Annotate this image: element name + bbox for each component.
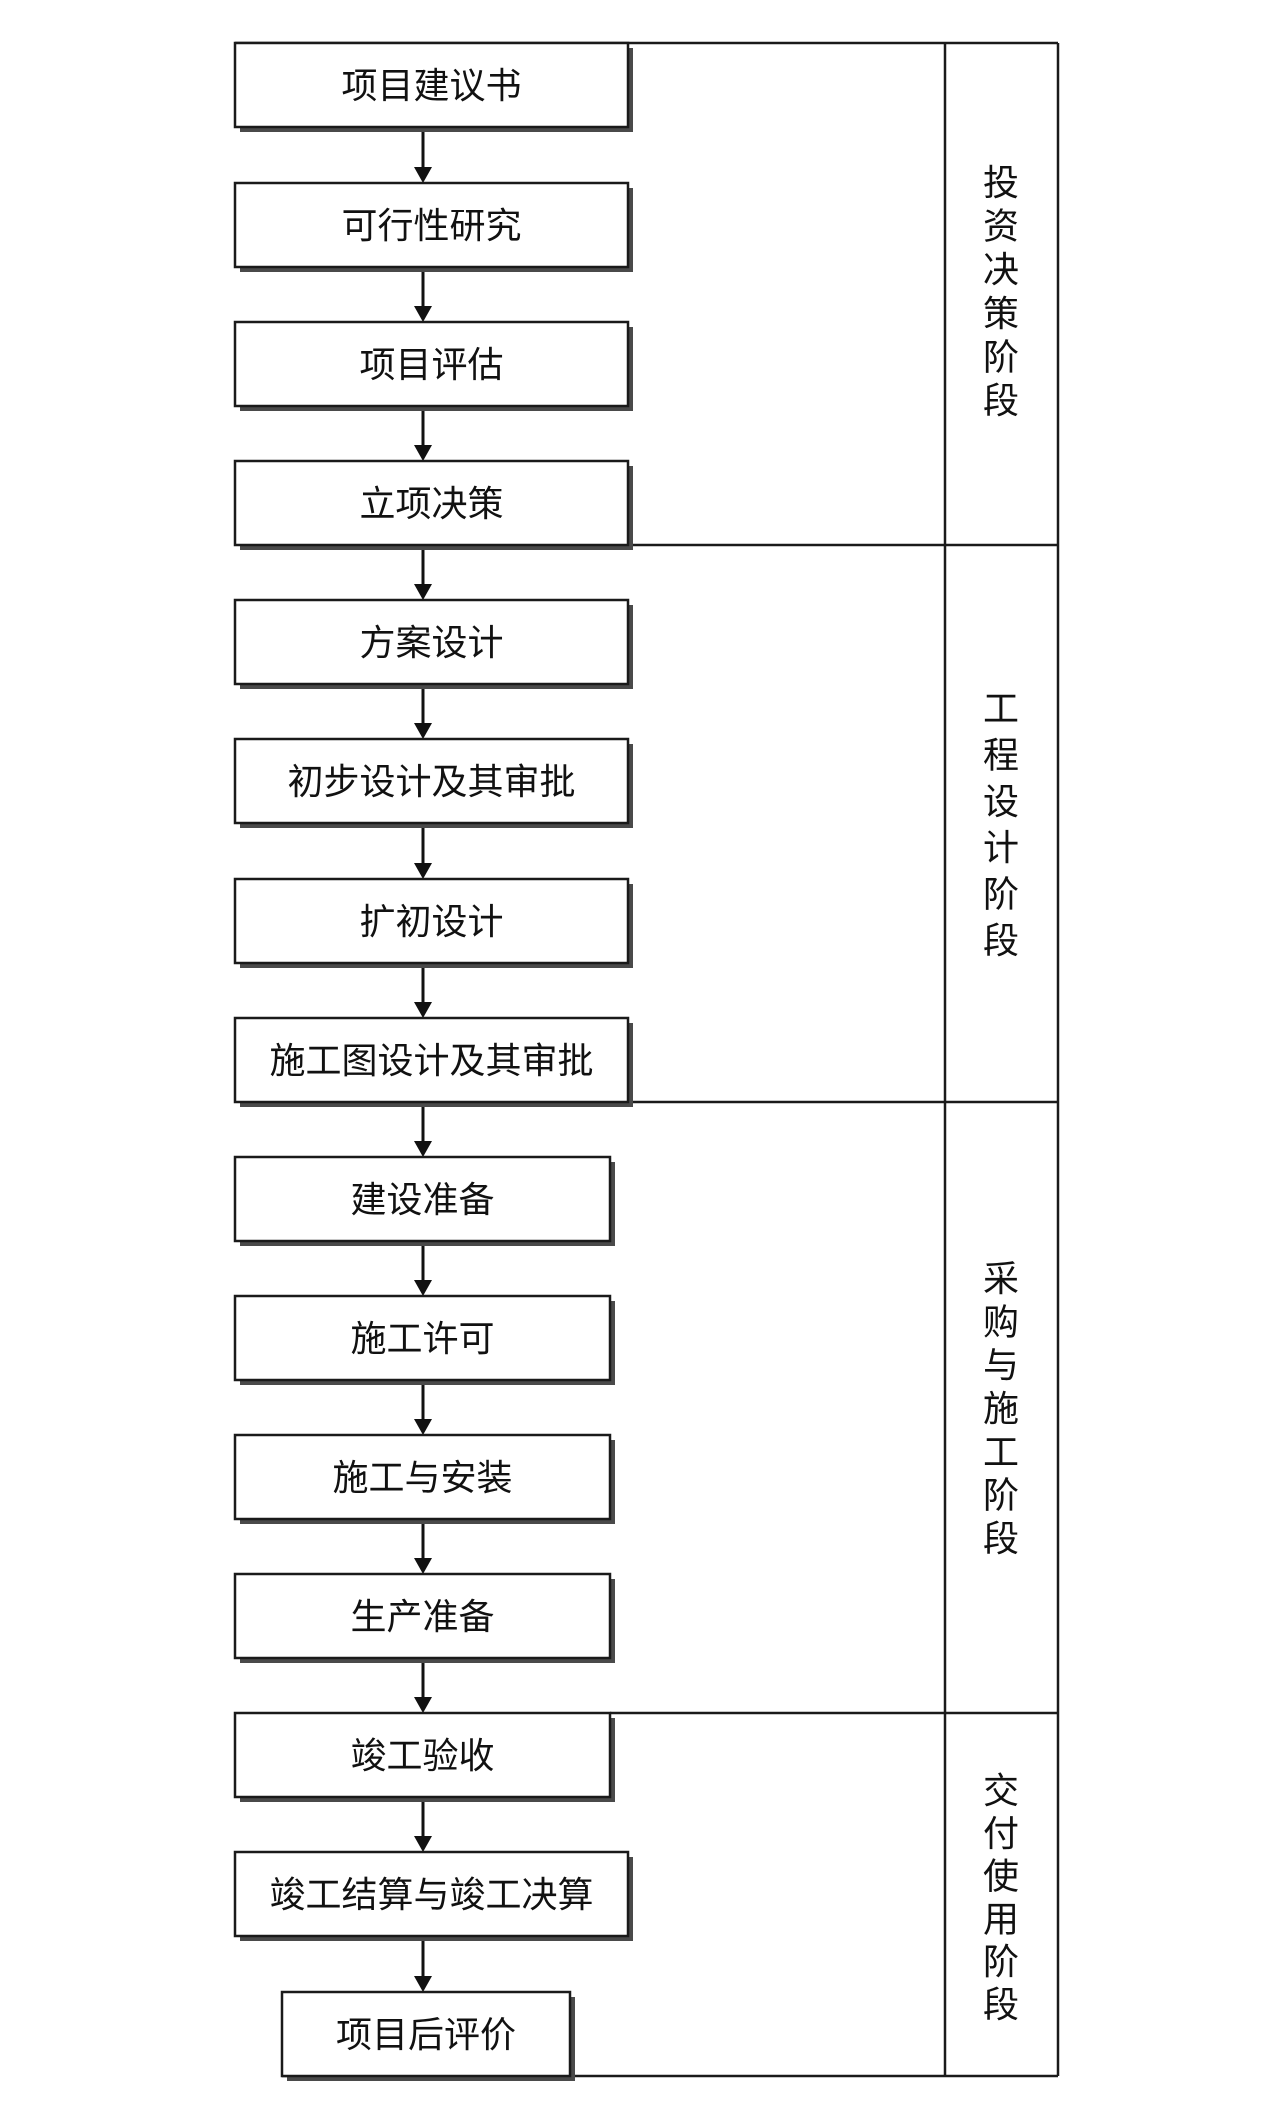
- flow-arrow: [414, 1380, 432, 1435]
- flow-arrow: [414, 1797, 432, 1852]
- step-label: 可行性研究: [341, 206, 521, 247]
- step-box-frame: [233, 181, 630, 269]
- step-label: 项目后评价: [336, 2015, 516, 2056]
- step-label: 扩初设计: [359, 902, 503, 943]
- step-box-frame: [233, 598, 630, 686]
- step-boxes: 项目建议书可行性研究项目评估立项决策方案设计初步设计及其审批扩初设计施工图设计及…: [233, 41, 633, 2081]
- step-box-frame: [233, 1711, 612, 1799]
- step-label: 立项决策: [359, 484, 503, 525]
- step-box-frame: [233, 1572, 612, 1660]
- flow-arrow: [414, 406, 432, 461]
- step-box-frame: [233, 877, 630, 965]
- step-box-frame: [233, 1294, 612, 1382]
- flow-arrow: [414, 684, 432, 739]
- flow-arrow: [414, 545, 432, 600]
- flow-arrow: [414, 1102, 432, 1157]
- step-box-frame: [233, 320, 630, 408]
- stage-label: 交付使用阶段: [983, 1771, 1019, 2026]
- step-label: 项目建议书: [341, 66, 521, 107]
- flow-arrow: [414, 1936, 432, 1992]
- flow-arrow: [414, 267, 432, 322]
- step-label: 施工许可: [350, 1319, 494, 1360]
- step-box-frame: [233, 1155, 612, 1243]
- step-box: 初步设计及其审批: [233, 737, 633, 828]
- stage-label: 投资决策阶段: [983, 163, 1019, 422]
- step-box-frame: [233, 737, 630, 825]
- step-label: 竣工结算与竣工决算: [269, 1875, 593, 1916]
- step-label: 项目评估: [359, 345, 503, 386]
- step-box: 施工图设计及其审批: [233, 1016, 633, 1107]
- step-box: 可行性研究: [233, 181, 633, 272]
- step-box-frame: [233, 1850, 630, 1938]
- step-label: 施工图设计及其审批: [269, 1041, 593, 1082]
- step-box: 方案设计: [233, 598, 633, 689]
- step-label: 方案设计: [359, 623, 503, 664]
- step-box-frame: [233, 1433, 612, 1521]
- stage-label: 工程设计阶段: [983, 689, 1019, 962]
- step-box: 竣工结算与竣工决算: [233, 1850, 633, 1941]
- flow-arrow: [414, 1241, 432, 1296]
- step-box: 施工许可: [233, 1294, 615, 1385]
- step-box-frame: [233, 1016, 630, 1104]
- step-box: 项目后评价: [280, 1990, 575, 2081]
- flow-arrow: [414, 1519, 432, 1574]
- step-label: 初步设计及其审批: [287, 762, 575, 803]
- step-box-frame: [280, 1990, 572, 2078]
- step-box: 建设准备: [233, 1155, 615, 1246]
- step-box: 扩初设计: [233, 877, 633, 968]
- step-label: 生产准备: [350, 1597, 494, 1638]
- flow-arrow: [414, 823, 432, 879]
- stage-label-text: 投资决策阶段: [983, 163, 1019, 422]
- step-box: 生产准备: [233, 1572, 615, 1663]
- step-box-frame: [233, 41, 630, 129]
- step-box: 项目建议书: [233, 41, 633, 132]
- step-box: 项目评估: [233, 320, 633, 411]
- flow-arrows: [414, 127, 432, 1992]
- step-box: 立项决策: [233, 459, 633, 550]
- step-box: 施工与安装: [233, 1433, 615, 1524]
- flow-arrow: [414, 127, 432, 183]
- flow-arrow: [414, 1658, 432, 1713]
- step-label: 施工与安装: [332, 1458, 512, 1499]
- flow-arrow: [414, 963, 432, 1018]
- step-box-frame: [233, 459, 630, 547]
- stage-label: 采购与施工阶段: [983, 1259, 1019, 1560]
- step-box: 竣工验收: [233, 1711, 615, 1802]
- stage-label-text: 工程设计阶段: [983, 689, 1019, 962]
- step-label: 竣工验收: [350, 1736, 494, 1777]
- step-label: 建设准备: [350, 1180, 494, 1221]
- stage-label-text: 交付使用阶段: [983, 1771, 1019, 2026]
- stage-label-text: 采购与施工阶段: [983, 1259, 1019, 1560]
